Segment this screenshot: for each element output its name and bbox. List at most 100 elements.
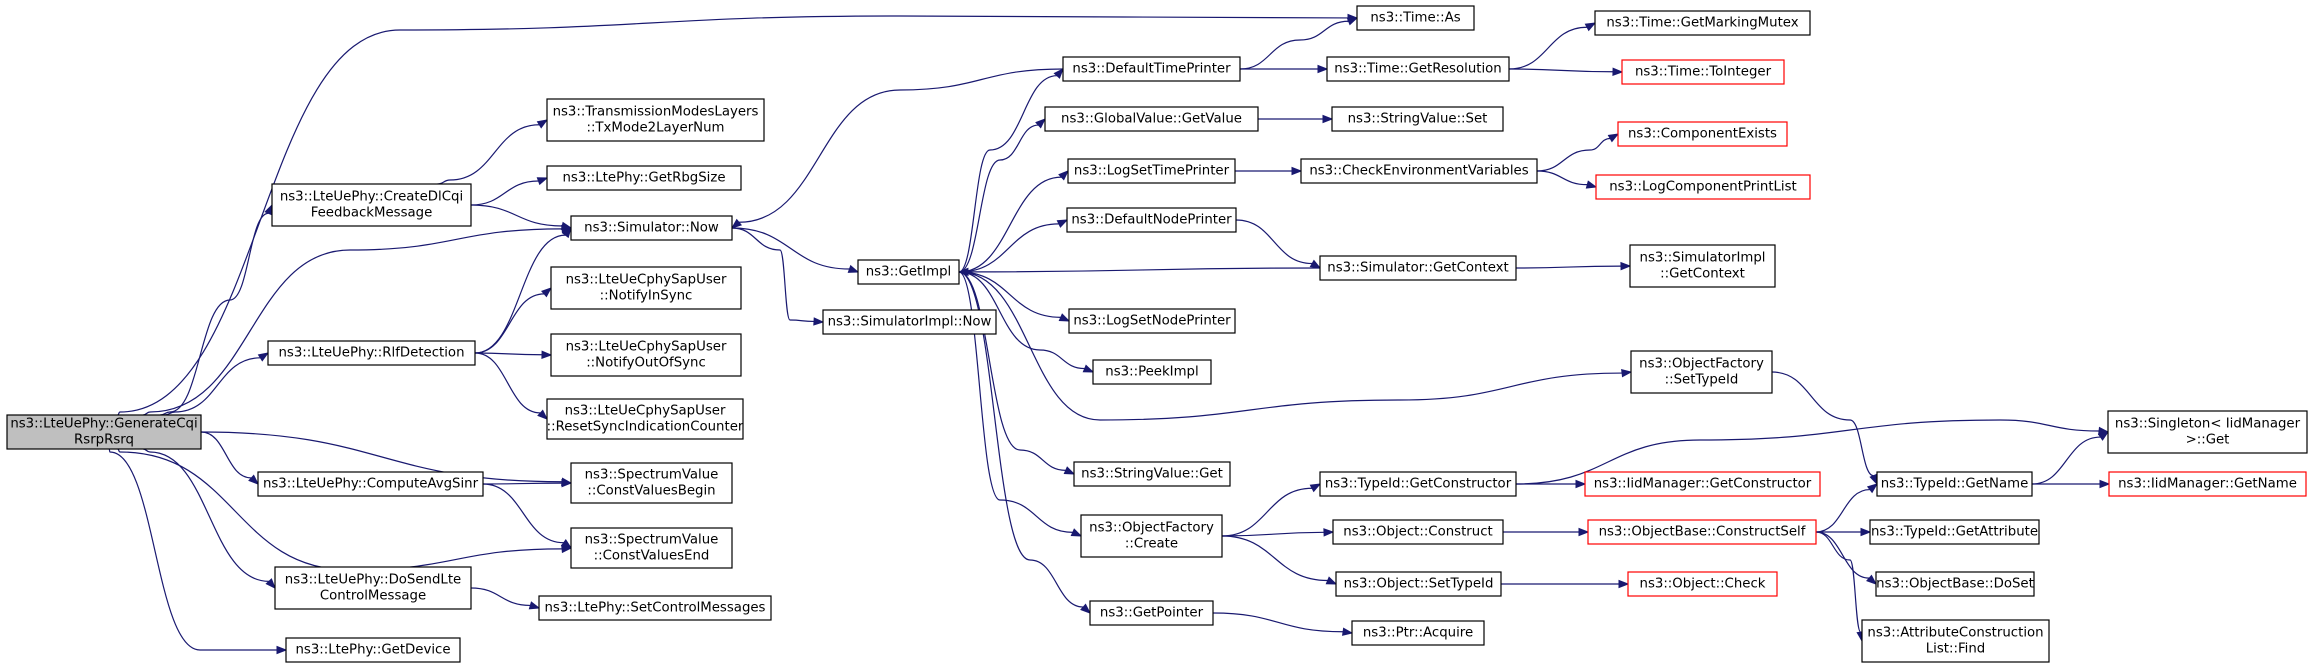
node-rlf[interactable]: ns3::LteUePhy::RlfDetection bbox=[267, 340, 476, 366]
edge-getImpl-to-defTimePrinter bbox=[958, 67, 1064, 273]
edge-line bbox=[200, 431, 563, 483]
node-logSetTime[interactable]: ns3::LogSetTimePrinter bbox=[1067, 158, 1236, 184]
node-setCtrl[interactable]: ns3::LtePhy::SetControlMessages bbox=[538, 595, 772, 621]
node-obConstructSelf[interactable]: ns3::ObjectBase::ConstructSelf bbox=[1587, 519, 1817, 545]
node-txMode[interactable]: ns3::TransmissionModesLayers::TxMode2Lay… bbox=[546, 98, 765, 142]
node-typeIdGetAttr[interactable]: ns3::TypeId::GetAttribute bbox=[1869, 519, 2040, 545]
edge-root-to-computeAvg bbox=[200, 431, 260, 485]
node-objSetTypeId[interactable]: ns3::Object::SetTypeId bbox=[1335, 571, 1502, 597]
edge-root-to-createDlCqi bbox=[160, 203, 273, 416]
node-timeAs[interactable]: ns3::Time::As bbox=[1356, 5, 1475, 31]
node-defNodePrinter[interactable]: ns3::DefaultNodePrinter bbox=[1066, 207, 1237, 233]
node-simImplGetCtx[interactable]: ns3::SimulatorImpl::GetContext bbox=[1629, 244, 1776, 288]
arrowhead bbox=[847, 264, 860, 273]
node-ofCreate[interactable]: ns3::ObjectFactory::Create bbox=[1080, 514, 1223, 558]
node-svGet[interactable]: ns3::StringValue::Get bbox=[1073, 461, 1231, 487]
edge-line bbox=[1508, 68, 1614, 73]
node-label: ns3::LogSetNodePrinter bbox=[1073, 314, 1231, 329]
node-box bbox=[1595, 174, 1811, 200]
arrowhead bbox=[1325, 576, 1338, 585]
node-logSetNode[interactable]: ns3::LogSetNodePrinter bbox=[1068, 308, 1236, 334]
node-obDoSet[interactable]: ns3::ObjectBase::DoSet bbox=[1875, 571, 2035, 597]
node-checkEnv[interactable]: ns3::CheckEnvironmentVariables bbox=[1300, 158, 1538, 184]
node-typeIdGetName[interactable]: ns3::TypeId::GetName bbox=[1876, 471, 2033, 497]
node-cvBegin[interactable]: ns3::SpectrumValue::ConstValuesBegin bbox=[570, 462, 733, 504]
node-objConstruct[interactable]: ns3::Object::Construct bbox=[1332, 519, 1504, 545]
node-simGetContext[interactable]: ns3::Simulator::GetContext bbox=[1319, 255, 1517, 281]
node-iidGetCtor[interactable]: ns3::IidManager::GetConstructor bbox=[1584, 471, 1821, 497]
node-label: ns3::Time::GetMarkingMutex bbox=[1606, 16, 1798, 31]
node-notifyOutOfSync[interactable]: ns3::LteUeCphySapUser::NotifyOutOfSync bbox=[550, 333, 742, 377]
edge-line bbox=[1221, 531, 1325, 537]
node-svSet[interactable]: ns3::StringValue::Set bbox=[1331, 106, 1504, 132]
node-timeGetRes[interactable]: ns3::Time::GetResolution bbox=[1326, 56, 1510, 82]
arrowhead bbox=[1866, 574, 1878, 585]
node-defTimePrinter[interactable]: ns3::DefaultTimePrinter bbox=[1062, 56, 1241, 82]
edge-line bbox=[967, 267, 1321, 273]
node-iidGetName[interactable]: ns3::IidManager::GetName bbox=[2108, 471, 2307, 497]
node-gvGetValue[interactable]: ns3::GlobalValue::GetValue bbox=[1044, 106, 1259, 132]
node-getImpl[interactable]: ns3::GetImpl bbox=[857, 259, 960, 285]
node-label: ns3::IidManager::GetConstructor bbox=[1594, 477, 1812, 492]
node-box bbox=[1092, 359, 1212, 385]
node-computeAvg[interactable]: ns3::LteUePhy::ComputeAvgSinr bbox=[257, 471, 484, 497]
node-label: ns3::SimulatorImpl bbox=[1640, 251, 1766, 266]
edge-line bbox=[1515, 419, 2100, 485]
node-typeIdGetCtor[interactable]: ns3::TypeId::GetConstructor bbox=[1319, 471, 1517, 497]
node-box bbox=[6, 414, 202, 450]
arrowhead bbox=[1080, 603, 1092, 614]
node-resetSync[interactable]: ns3::LteUeCphySapUser::ResetSyncIndicati… bbox=[546, 398, 744, 440]
arrowhead bbox=[1620, 261, 1632, 271]
node-toInteger[interactable]: ns3::Time::ToInteger bbox=[1621, 59, 1785, 85]
node-logCompPrint[interactable]: ns3::LogComponentPrintList bbox=[1595, 174, 1811, 200]
edge-typeIdGetCtor-to-iidGetCtor bbox=[1515, 479, 1587, 489]
node-notifyInSync[interactable]: ns3::LteUeCphySapUser::NotifyInSync bbox=[550, 266, 742, 310]
node-getRbgSize[interactable]: ns3::LtePhy::GetRbgSize bbox=[546, 165, 742, 191]
edge-ofCreate-to-objConstruct bbox=[1221, 528, 1335, 537]
node-label: ns3::StringValue::Get bbox=[1081, 467, 1223, 482]
edge-simGetContext-to-simImplGetCtx bbox=[1515, 261, 1632, 271]
arrowhead bbox=[1056, 219, 1069, 228]
node-ofSetTypeId[interactable]: ns3::ObjectFactory::SetTypeId bbox=[1630, 350, 1773, 394]
node-label: FeedbackMessage bbox=[311, 206, 433, 221]
node-compExists[interactable]: ns3::ComponentExists bbox=[1617, 121, 1788, 147]
node-objCheck[interactable]: ns3::Object::Check bbox=[1627, 571, 1778, 597]
node-getMarkingMutex[interactable]: ns3::Time::GetMarkingMutex bbox=[1594, 10, 1811, 36]
edge-defTimePrinter-to-timeAs bbox=[1239, 17, 1359, 70]
nodes-layer: ns3::LteUePhy::GenerateCqiRsrpRsrqns3::T… bbox=[6, 5, 2308, 663]
arrowhead bbox=[1309, 483, 1322, 493]
node-box bbox=[857, 259, 960, 285]
edge-createDlCqi-to-getRbgSize bbox=[470, 177, 549, 206]
node-box bbox=[271, 183, 472, 227]
edge-line bbox=[117, 448, 563, 571]
node-box bbox=[570, 462, 733, 504]
node-simImplNow[interactable]: ns3::SimulatorImpl::Now bbox=[822, 309, 997, 335]
node-box bbox=[1621, 59, 1785, 85]
node-createDlCqi[interactable]: ns3::LteUePhy::CreateDlCqiFeedbackMessag… bbox=[271, 183, 472, 227]
edge-line bbox=[1815, 531, 1870, 579]
node-cvEnd[interactable]: ns3::SpectrumValue::ConstValuesEnd bbox=[570, 527, 733, 569]
node-simNow[interactable]: ns3::Simulator::Now bbox=[570, 215, 733, 241]
edge-root-to-getDevice bbox=[108, 448, 288, 655]
edge-root-to-simNow bbox=[143, 224, 573, 416]
edge-line bbox=[958, 271, 1061, 318]
edge-getImpl-to-logSetNode bbox=[958, 271, 1071, 322]
node-box bbox=[546, 98, 765, 142]
node-peekImpl[interactable]: ns3::PeekImpl bbox=[1092, 359, 1212, 385]
edge-root-to-doSend bbox=[143, 448, 276, 590]
node-label: ns3::Object::Construct bbox=[1343, 525, 1492, 540]
node-getDevice[interactable]: ns3::LtePhy::GetDevice bbox=[285, 637, 461, 663]
node-label: ::ResetSyncIndicationCounter bbox=[547, 420, 744, 435]
node-getPointer[interactable]: ns3::GetPointer bbox=[1089, 600, 1214, 626]
node-ptrAcquire[interactable]: ns3::Ptr::Acquire bbox=[1351, 620, 1485, 646]
node-box bbox=[550, 266, 742, 310]
edge-line bbox=[482, 482, 563, 485]
node-box bbox=[267, 340, 476, 366]
edge-line bbox=[958, 271, 1066, 471]
node-singletonGet[interactable]: ns3::Singleton< IidManager >::Get bbox=[2107, 410, 2308, 454]
edge-createDlCqi-to-txMode bbox=[437, 119, 549, 185]
